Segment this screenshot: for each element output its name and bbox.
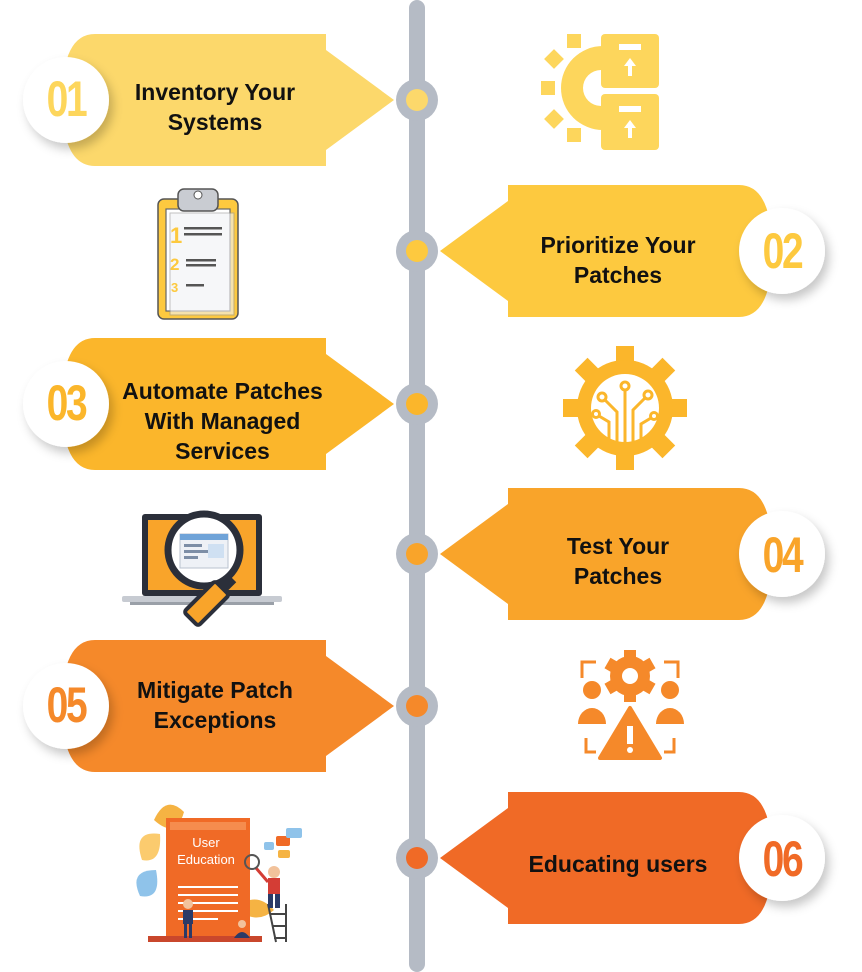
step-arrow-2 bbox=[440, 185, 772, 317]
clipboard-list-icon: 1 2 3 bbox=[157, 188, 239, 320]
timeline-node-dot-1 bbox=[406, 89, 428, 111]
step-arrow-5 bbox=[62, 640, 394, 772]
svg-text:3: 3 bbox=[171, 280, 178, 295]
timeline-node-dot-2 bbox=[406, 240, 428, 262]
people-gear-warning-icon bbox=[578, 650, 684, 760]
step-number-circle-5 bbox=[23, 663, 109, 749]
timeline-node-dot-6 bbox=[406, 847, 428, 869]
step-number-6: 06 bbox=[762, 831, 804, 887]
step-arrow-1 bbox=[62, 34, 394, 166]
step-arrow-4 bbox=[440, 488, 772, 620]
step-label-5: Mitigate Patch Exceptions bbox=[137, 677, 293, 733]
step-label-1: Inventory Your Systems bbox=[134, 79, 296, 135]
svg-text:1: 1 bbox=[170, 223, 182, 248]
step-label-4: Test Your Patches bbox=[566, 533, 670, 589]
user-education-icon bbox=[136, 804, 302, 943]
user-education-text: User Education bbox=[177, 835, 235, 867]
step-number-circle-2 bbox=[739, 208, 825, 294]
step-number-2: 02 bbox=[762, 223, 804, 279]
step-number-1: 01 bbox=[46, 71, 88, 127]
gear-boxes-icon bbox=[541, 34, 659, 150]
step-number-circle-4 bbox=[739, 511, 825, 597]
step-number-circle-6 bbox=[739, 815, 825, 901]
svg-text:2: 2 bbox=[170, 255, 179, 274]
laptop-magnifier-icon bbox=[122, 510, 282, 627]
timeline-node-dot-5 bbox=[406, 695, 428, 717]
step-label-6: Educating users bbox=[528, 851, 708, 877]
step-arrow-3 bbox=[62, 338, 394, 470]
timeline-node-dot-3 bbox=[406, 393, 428, 415]
gear-circuit-icon bbox=[563, 346, 687, 470]
step-number-circle-1 bbox=[23, 57, 109, 143]
step-number-3: 03 bbox=[46, 375, 88, 431]
timeline-spine bbox=[409, 0, 425, 972]
step-number-circle-3 bbox=[23, 361, 109, 447]
step-arrow-6 bbox=[440, 792, 772, 924]
step-number-4: 04 bbox=[762, 527, 804, 583]
step-number-5: 05 bbox=[46, 677, 88, 733]
step-label-3: Automate Patches With Managed Services bbox=[122, 378, 323, 464]
timeline-node-dot-4 bbox=[406, 543, 428, 565]
step-label-2: Prioritize Your Patches bbox=[540, 232, 696, 288]
